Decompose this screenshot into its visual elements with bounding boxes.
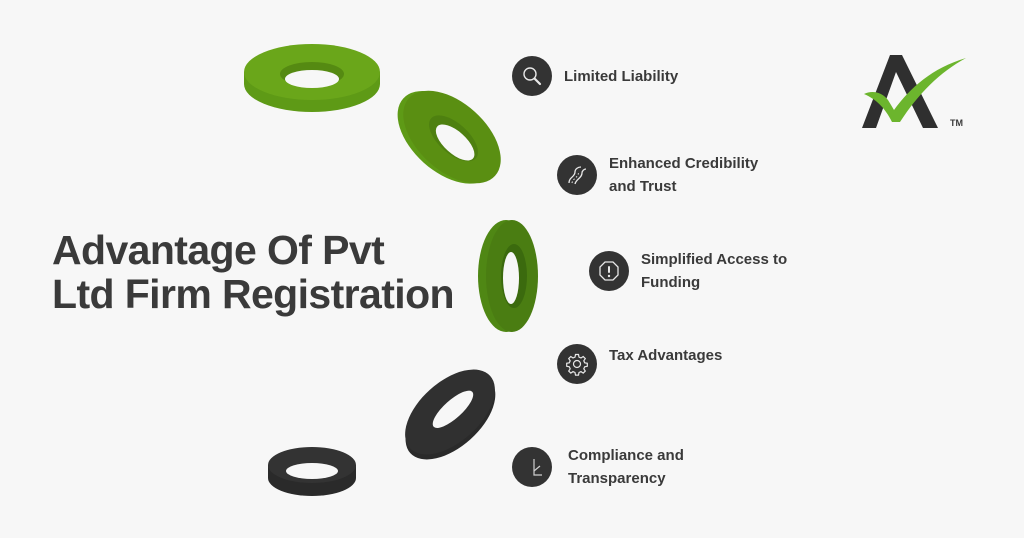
ring-dark-tilted: [405, 369, 496, 460]
ring-dark-flat: [268, 447, 356, 496]
title-line-1: Advantage Of Pvt: [52, 227, 385, 273]
warning-octagon-icon: [589, 251, 629, 291]
advantage-label: Simplified Access to Funding: [641, 251, 788, 291]
chart-icon: [512, 447, 552, 487]
gear-icon: [557, 344, 597, 384]
brand-logo: [862, 55, 966, 128]
trademark-symbol: TM: [950, 118, 963, 128]
advantage-label: Tax Advantages: [609, 346, 723, 364]
winding-road-icon: [557, 155, 597, 195]
advantage-item-funding: Simplified Access to Funding: [589, 248, 787, 294]
title-line-2: Ltd Firm Registration: [52, 271, 455, 317]
advantage-item-tax: Tax Advantages: [557, 344, 722, 384]
advantage-item-credibility: Enhanced Credibility and Trust: [557, 152, 758, 198]
ring-green-vertical: [478, 220, 538, 332]
ring-green-flat: [244, 44, 380, 112]
ring-green-tilted: [397, 90, 501, 184]
magnifier-icon: [512, 56, 552, 96]
advantage-item-compliance: Compliance and Transparency: [512, 444, 684, 490]
advantage-label: Limited Liability: [564, 67, 679, 85]
page-title: Advantage Of Pvt Ltd Firm Registration: [52, 227, 455, 317]
advantage-label: Enhanced Credibility and Trust: [609, 155, 759, 195]
advantage-item-limited-liability: Limited Liability: [512, 56, 678, 96]
advantage-label: Compliance and Transparency: [568, 447, 684, 487]
